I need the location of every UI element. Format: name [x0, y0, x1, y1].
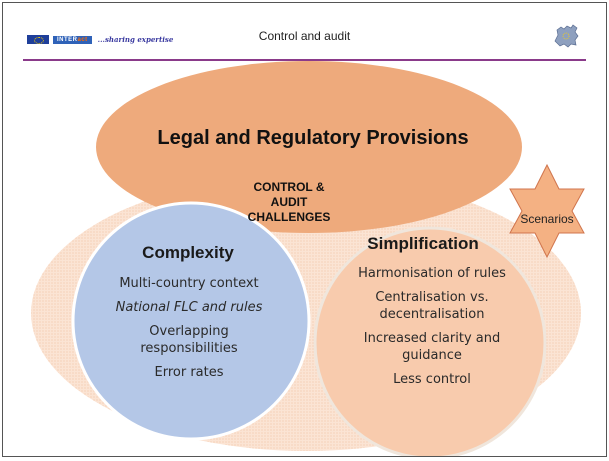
eu-flag-icon	[27, 35, 49, 44]
header-divider	[23, 59, 586, 61]
right-circle	[313, 226, 547, 456]
simplification-list: Harmonisation of rules Centralisation vs…	[339, 265, 525, 388]
scenarios-label: Scenarios	[520, 212, 574, 226]
list-item: Multi-country context	[119, 276, 259, 291]
list-item: Error rates	[154, 365, 224, 380]
list-item: Overlapping responsibilities	[140, 324, 238, 356]
logo-wordmark: INTERact	[53, 35, 92, 44]
slide-header-title: Control and audit	[258, 29, 351, 43]
list-item: Increased clarity and guidance	[363, 331, 501, 363]
europe-map-icon	[554, 24, 579, 48]
simplification-title: Simplification	[367, 234, 479, 253]
interact-logo: INTERact ...sharing expertise	[27, 35, 173, 44]
list-item: Harmonisation of rules	[358, 266, 506, 281]
list-item: National FLC and rules	[115, 300, 263, 315]
left-circle	[71, 201, 311, 441]
logo-tagline: ...sharing expertise	[97, 35, 174, 44]
list-item: Less control	[393, 372, 471, 387]
list-item: Centralisation vs. decentralisation	[375, 290, 489, 322]
complexity-title: Complexity	[142, 243, 234, 262]
complexity-list: Multi-country context National FLC and r…	[91, 275, 287, 381]
diagram-shapes	[31, 61, 585, 456]
center-label: CONTROL & AUDIT CHALLENGES	[247, 180, 331, 224]
scenarios-star	[509, 163, 585, 259]
top-ellipse-title: Legal and Regulatory Provisions	[157, 127, 469, 149]
top-ellipse	[96, 61, 522, 233]
